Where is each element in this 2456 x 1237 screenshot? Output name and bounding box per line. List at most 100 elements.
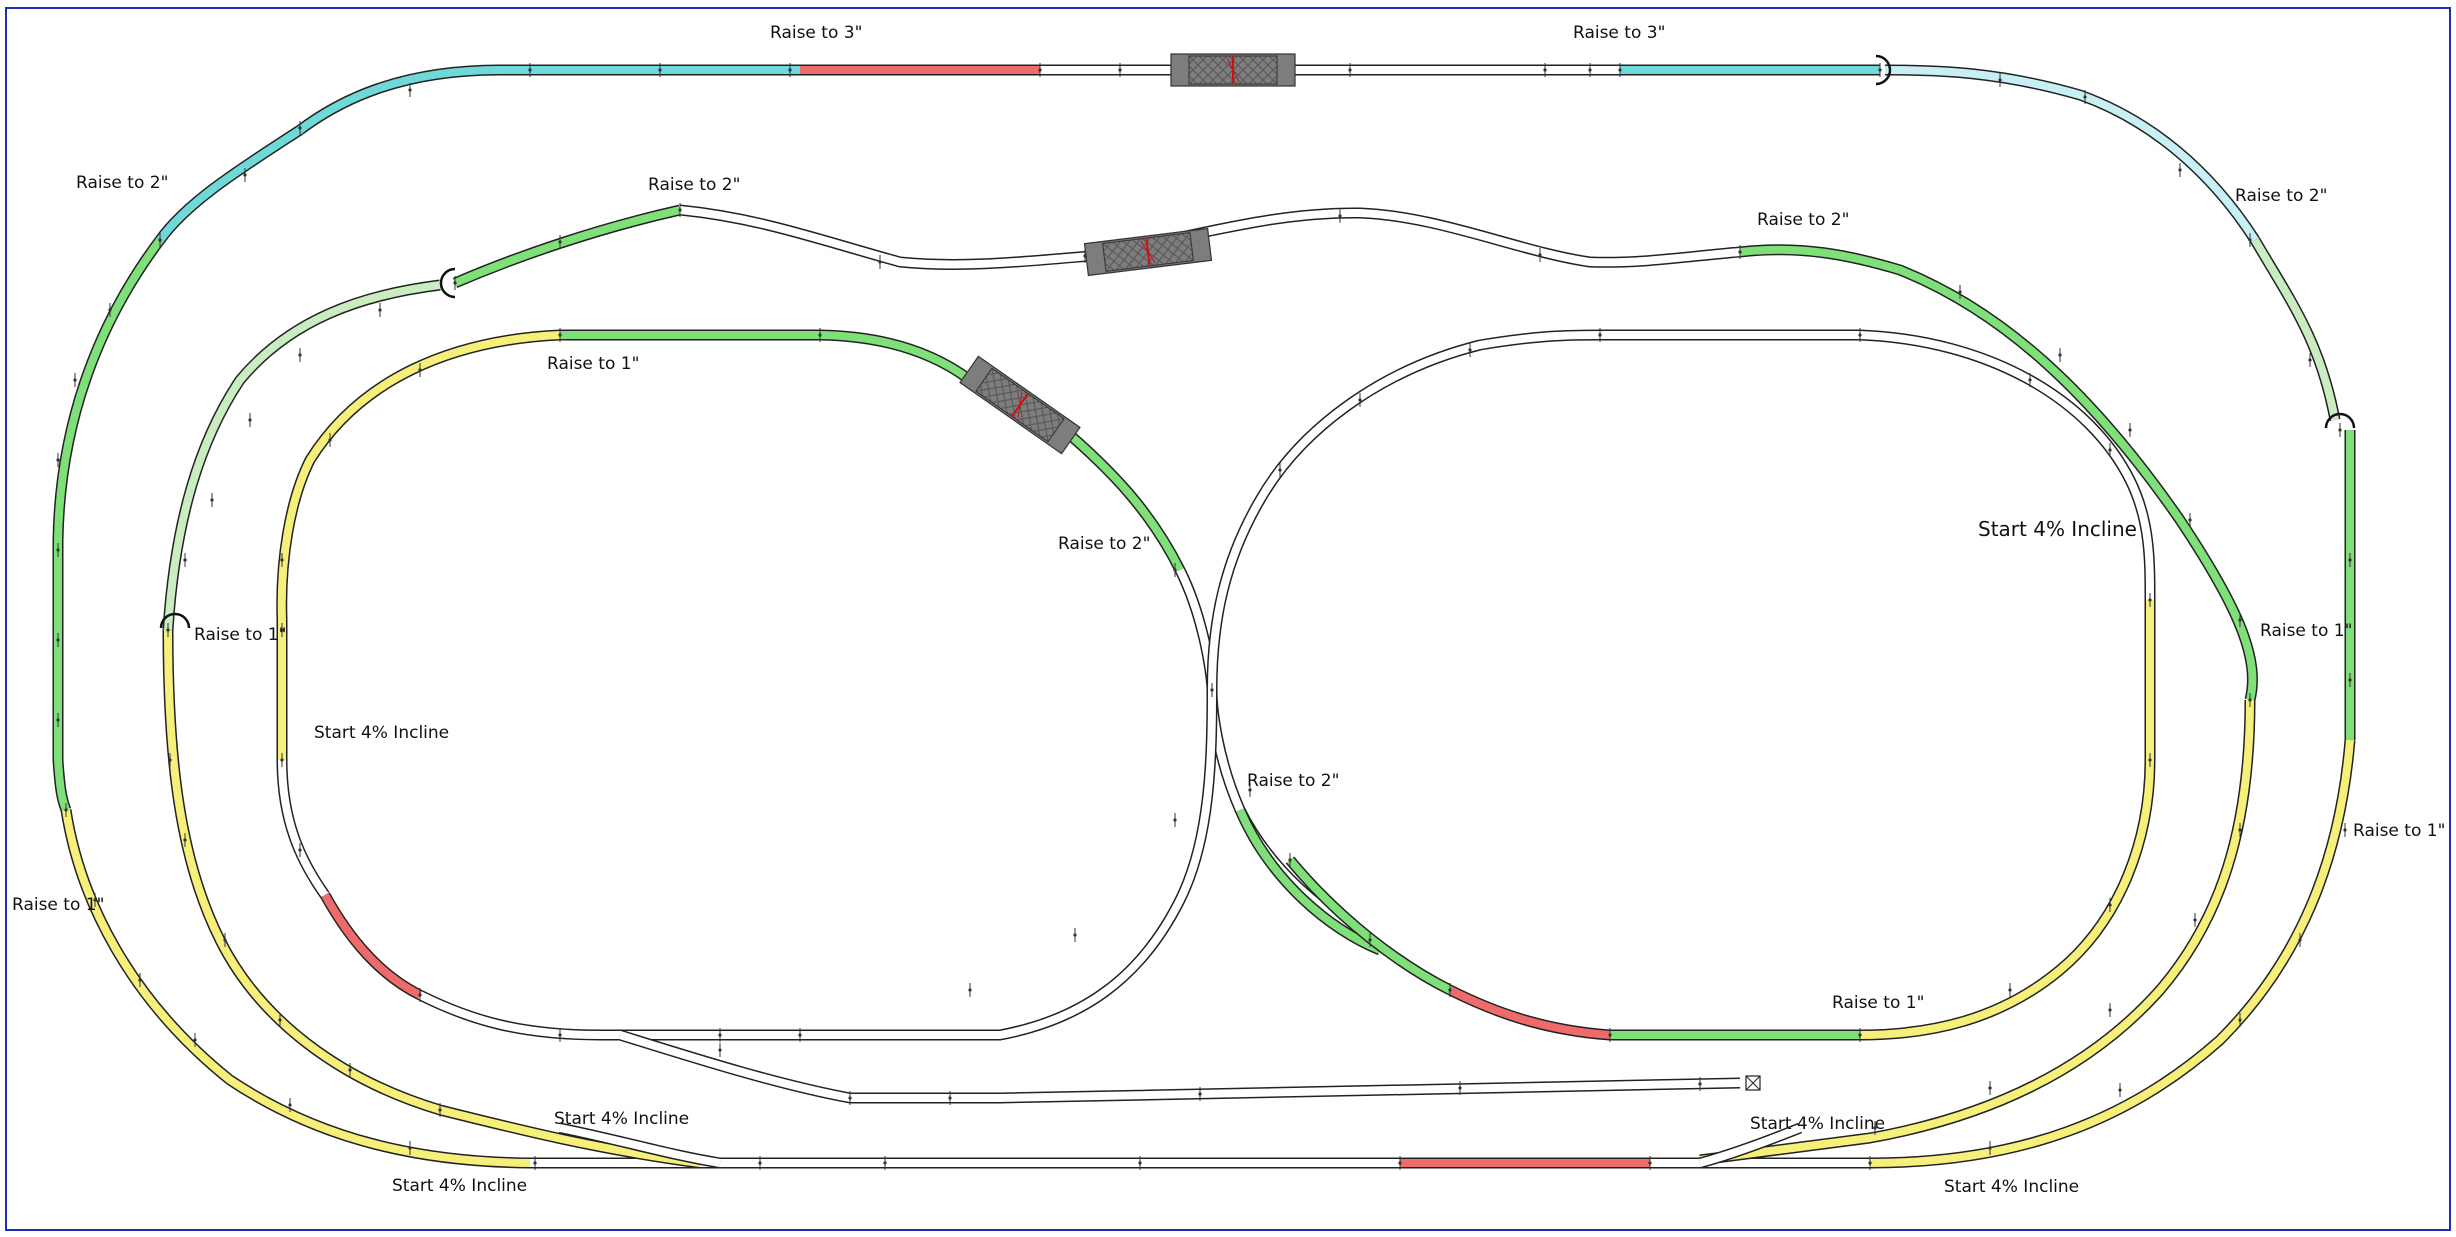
track-joint-icon xyxy=(453,276,457,290)
track-joint-icon xyxy=(438,1103,442,1117)
track-joint-icon xyxy=(1988,1081,1992,1095)
track-joint-icon xyxy=(1038,63,1042,77)
track-joint-icon xyxy=(1288,853,1292,867)
truss-bridge-icon-middle xyxy=(1083,227,1213,277)
outer-left-yellow xyxy=(60,809,531,1169)
track-joint-icon xyxy=(678,203,682,217)
track-joint-icon xyxy=(328,433,332,447)
track-joint-icon xyxy=(1608,1028,1612,1042)
label-raise-1-outer-left: Raise to 1" xyxy=(12,895,104,915)
track-joint-icon xyxy=(280,623,284,637)
track-joint-icon xyxy=(1278,463,1282,477)
label-start-incline-bottom-right: Start 4% Incline xyxy=(1944,1177,2079,1197)
track-joint-icon xyxy=(168,753,172,767)
track-joint-icon xyxy=(158,233,162,247)
track-joint-icon xyxy=(64,803,68,817)
track-joint-icon xyxy=(533,1156,537,1170)
track-joint-icon xyxy=(418,988,422,1002)
track-joint-icon xyxy=(2348,553,2352,567)
track-joint-icon xyxy=(818,328,822,342)
inner-right-diagonal-green xyxy=(1285,856,1453,995)
track-joint-icon xyxy=(798,1028,802,1042)
label-raise-1-middle-right: Raise to 1" xyxy=(2260,621,2352,641)
track-joint-icon xyxy=(1338,209,1342,223)
label-start-incline-right-inner: Start 4% Incline xyxy=(1978,517,2137,541)
label-start-incline-bottom-left-upper: Start 4% Incline xyxy=(554,1109,689,1129)
label-raise-2-outer-left: Raise to 2" xyxy=(76,173,168,193)
track-joint-icon xyxy=(2058,348,2062,362)
track-joint-icon xyxy=(658,63,662,77)
track-joint-icon xyxy=(56,713,60,727)
track-joint-icon xyxy=(93,893,97,907)
track-joint-icon xyxy=(2148,753,2152,767)
track-joint-icon xyxy=(348,1063,352,1077)
track-joint-icon xyxy=(1173,813,1177,827)
track-joint-icon xyxy=(243,168,247,182)
track-joint-icon xyxy=(2298,933,2302,947)
track-joint-icon xyxy=(883,1156,887,1170)
track-joint-icon xyxy=(2108,443,2112,457)
label-raise-2-center-lower: Raise to 2" xyxy=(1247,771,1339,791)
track-joint-icon xyxy=(1878,63,1882,77)
outer-right-yellow xyxy=(1869,739,2356,1169)
joint-layer xyxy=(56,63,2352,1170)
track-joint-icon xyxy=(2188,513,2192,527)
track-joint-icon xyxy=(558,328,562,342)
outer-right-lightgreen xyxy=(2250,237,2341,422)
track-joint-icon xyxy=(788,63,792,77)
outer-left-upper-cyan xyxy=(155,125,303,244)
track-joint-icon xyxy=(1198,1087,1202,1101)
track-joint-icon xyxy=(1958,285,1962,299)
track-joint-icon xyxy=(2028,373,2032,387)
spur-right-connector xyxy=(1698,1122,1803,1169)
track-joint-icon xyxy=(298,348,302,362)
track-joint-icon xyxy=(248,413,252,427)
track-joint-icon xyxy=(2008,983,2012,997)
track-joint-icon xyxy=(2348,673,2352,687)
track-joint-icon xyxy=(1073,928,1077,942)
label-raise-3-top-right: Raise to 3" xyxy=(1573,23,1665,43)
track-joint-icon xyxy=(2248,693,2252,707)
label-raise-2-upper-right: Raise to 2" xyxy=(1757,210,1849,230)
track-joint-icon xyxy=(1598,328,1602,342)
track-bumper-icon-outer-right xyxy=(2324,412,2356,429)
label-raise-2-center: Raise to 2" xyxy=(1058,534,1150,554)
track-joint-icon xyxy=(758,1156,762,1170)
track-bumper-icon-middle-left xyxy=(439,267,456,299)
middle-top-flat-right xyxy=(1088,207,1741,268)
bumper-layer xyxy=(159,54,2356,1091)
track-joint-icon xyxy=(1210,683,1214,697)
track-joint-icon xyxy=(1248,783,1252,797)
track-joint-icon xyxy=(2248,233,2252,247)
track-joint-icon xyxy=(968,983,972,997)
outer-left-green xyxy=(52,236,165,813)
track-joint-icon xyxy=(138,973,142,987)
track-joint-icon xyxy=(1858,1028,1862,1042)
track-joint-icon xyxy=(1543,63,1547,77)
track-joint-icon xyxy=(878,255,882,269)
track-joint-icon xyxy=(56,453,60,467)
track-joint-icon xyxy=(1468,343,1472,357)
track-joint-icon xyxy=(718,1043,722,1057)
label-start-incline-bottom-left: Start 4% Incline xyxy=(392,1176,527,1196)
inner-center-flat-b xyxy=(1206,689,1373,945)
inner-right-lower-yellow xyxy=(1859,759,2156,1041)
track-joint-icon xyxy=(718,1028,722,1042)
label-raise-2-outer-right: Raise to 2" xyxy=(2235,186,2327,206)
track-joint-icon xyxy=(1648,1156,1652,1170)
track-joint-icon xyxy=(223,933,227,947)
track-joint-icon xyxy=(1368,933,1372,947)
track-joint-icon xyxy=(2238,613,2242,627)
track-joint-icon xyxy=(2193,913,2197,927)
track-joint-icon xyxy=(1698,1077,1702,1091)
track-joint-icon xyxy=(183,553,187,567)
track-joint-icon xyxy=(408,1141,412,1155)
track-joint-icon xyxy=(280,753,284,767)
track-joint-icon xyxy=(2108,1003,2112,1017)
label-raise-1-inner-top: Raise to 1" xyxy=(547,354,639,374)
track-joint-icon xyxy=(1988,1141,1992,1155)
track-joint-icon xyxy=(1358,393,1362,407)
middle-right-green xyxy=(1739,244,2258,702)
track-joint-icon xyxy=(280,553,284,567)
track-joint-icon xyxy=(2308,353,2312,367)
